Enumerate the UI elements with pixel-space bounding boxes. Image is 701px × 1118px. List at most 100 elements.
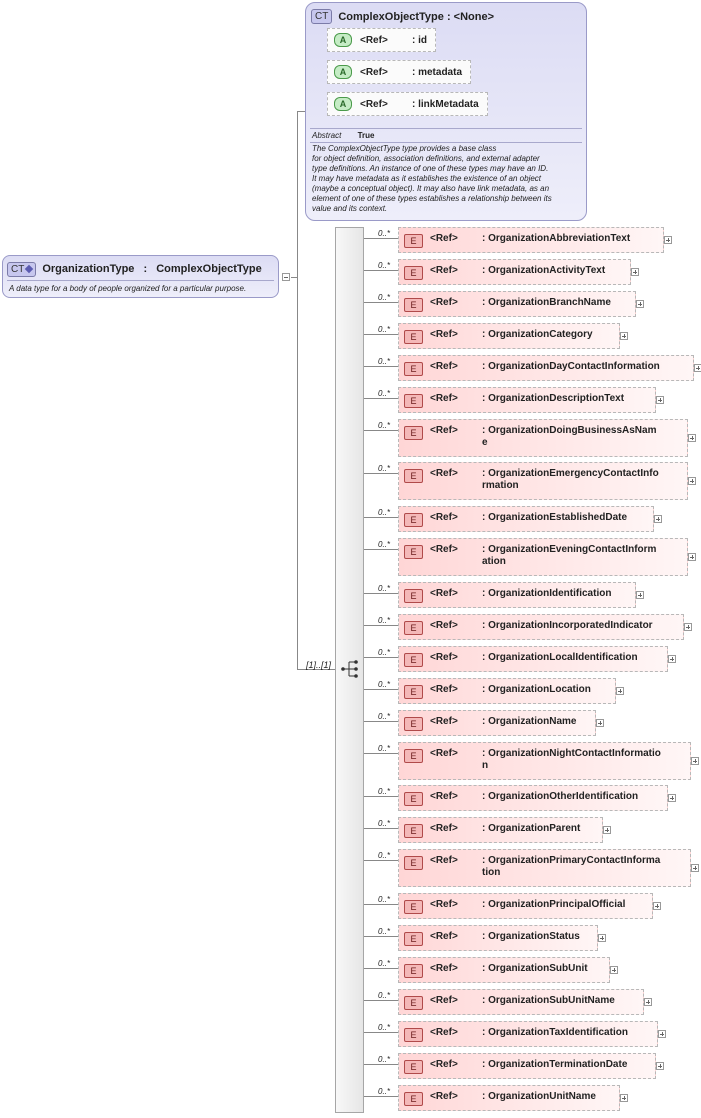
expand-toggle-icon[interactable]	[664, 236, 672, 244]
complex-object-type-box[interactable]: CT ComplexObjectType : <None> A <Ref> : …	[305, 2, 587, 221]
element-ref-box[interactable]: E<Ref>: OrganizationEstablishedDate	[398, 506, 654, 532]
element-ref-box[interactable]: E<Ref>: OrganizationTaxIdentification	[398, 1021, 658, 1047]
occurrence-label: 0..*	[378, 712, 391, 721]
element-ref-box[interactable]: E<Ref>: OrganizationPrimaryContactInform…	[398, 849, 691, 887]
element-ref-box[interactable]: E<Ref>: OrganizationParent	[398, 817, 603, 843]
element-icon: E	[404, 513, 423, 527]
collapse-toggle-icon[interactable]	[282, 273, 290, 281]
element-ref-box[interactable]: E<Ref>: OrganizationBranchName	[398, 291, 636, 317]
element-name: : OrganizationName	[482, 716, 577, 727]
expand-toggle-icon[interactable]	[691, 864, 699, 872]
element-ref: <Ref>	[430, 329, 458, 340]
base-type-base: <None>	[453, 10, 495, 23]
root-type-documentation: A data type for a body of people organiz…	[9, 284, 247, 293]
element-ref-box[interactable]: E<Ref>: OrganizationName	[398, 710, 596, 736]
occurrence-label: 0..*	[378, 927, 391, 936]
organization-type-box[interactable]: CT OrganizationType : ComplexObjectType …	[2, 255, 279, 298]
expand-toggle-icon[interactable]	[654, 515, 662, 523]
element-ref: <Ref>	[430, 393, 458, 404]
sequence-occurrence: [1]..[1]	[306, 660, 332, 670]
element-connector	[364, 366, 398, 367]
element-connector	[364, 1096, 398, 1097]
element-ref-box[interactable]: E<Ref>: OrganizationLocation	[398, 678, 616, 704]
occurrence-label: 0..*	[378, 1023, 391, 1032]
element-ref-box[interactable]: E<Ref>: OrganizationIncorporatedIndicato…	[398, 614, 684, 640]
expand-toggle-icon[interactable]	[691, 757, 699, 765]
element-icon: E	[404, 900, 423, 914]
expand-toggle-icon[interactable]	[620, 332, 628, 340]
element-ref-box[interactable]: E<Ref>: OrganizationDoingBusinessAsNam e	[398, 419, 688, 457]
expand-toggle-icon[interactable]	[631, 268, 639, 276]
expand-toggle-icon[interactable]	[636, 591, 644, 599]
element-connector	[364, 549, 398, 550]
occurrence-label: 0..*	[378, 851, 391, 860]
element-name: : OrganizationStatus	[482, 931, 580, 942]
attribute-ref: <Ref>	[360, 98, 388, 110]
expand-toggle-icon[interactable]	[656, 396, 664, 404]
occurrence-label: 0..*	[378, 895, 391, 904]
expand-toggle-icon[interactable]	[620, 1094, 628, 1102]
expand-toggle-icon[interactable]	[668, 655, 676, 663]
sequence-icon[interactable]	[341, 660, 361, 678]
element-ref-box[interactable]: E<Ref>: OrganizationEveningContactInform…	[398, 538, 688, 576]
attribute-ref: <Ref>	[360, 34, 388, 46]
expand-toggle-icon[interactable]	[656, 1062, 664, 1070]
expand-toggle-icon[interactable]	[688, 434, 696, 442]
element-name: : OrganizationDoingBusinessAsNam e	[482, 425, 657, 448]
element-ref-box[interactable]: E<Ref>: OrganizationDescriptionText	[398, 387, 656, 413]
element-name: : OrganizationAbbreviationText	[482, 233, 631, 244]
attribute-name: : id	[412, 34, 427, 46]
root-type-base: ComplexObjectType	[156, 263, 262, 275]
element-icon: E	[404, 996, 423, 1010]
element-ref-box[interactable]: E<Ref>: OrganizationPrincipalOfficial	[398, 893, 653, 919]
expand-toggle-icon[interactable]	[694, 364, 701, 372]
expand-toggle-icon[interactable]	[684, 623, 692, 631]
element-ref-box[interactable]: E<Ref>: OrganizationSubUnit	[398, 957, 610, 983]
expand-toggle-icon[interactable]	[636, 300, 644, 308]
element-ref-box[interactable]: E<Ref>: OrganizationAbbreviationText	[398, 227, 664, 253]
expand-toggle-icon[interactable]	[668, 794, 676, 802]
divider	[7, 280, 274, 281]
element-connector	[364, 334, 398, 335]
occurrence-label: 0..*	[378, 648, 391, 657]
expand-toggle-icon[interactable]	[610, 966, 618, 974]
element-ref: <Ref>	[430, 361, 458, 372]
element-ref-box[interactable]: E<Ref>: OrganizationStatus	[398, 925, 598, 951]
base-connector	[297, 111, 306, 112]
expand-toggle-icon[interactable]	[616, 687, 624, 695]
occurrence-label: 0..*	[378, 991, 391, 1000]
element-ref-box[interactable]: E<Ref>: OrganizationDayContactInformatio…	[398, 355, 694, 381]
expand-toggle-icon[interactable]	[688, 477, 696, 485]
occurrence-label: 0..*	[378, 421, 391, 430]
element-ref-box[interactable]: E<Ref>: OrganizationActivityText	[398, 259, 631, 285]
occurrence-label: 0..*	[378, 744, 391, 753]
element-ref-box[interactable]: E<Ref>: OrganizationSubUnitName	[398, 989, 644, 1015]
expand-toggle-icon[interactable]	[598, 934, 606, 942]
element-ref-box[interactable]: E<Ref>: OrganizationNightContactInformat…	[398, 742, 691, 780]
element-ref: <Ref>	[430, 963, 458, 974]
element-ref: <Ref>	[430, 791, 458, 802]
expand-toggle-icon[interactable]	[644, 998, 652, 1006]
expand-toggle-icon[interactable]	[596, 719, 604, 727]
element-ref-box[interactable]: E<Ref>: OrganizationEmergencyContactInfo…	[398, 462, 688, 500]
attribute-id[interactable]: A <Ref> : id	[327, 28, 436, 52]
element-ref-box[interactable]: E<Ref>: OrganizationTerminationDate	[398, 1053, 656, 1079]
expand-toggle-icon[interactable]	[658, 1030, 666, 1038]
property-value: True	[357, 131, 375, 140]
expand-toggle-icon[interactable]	[653, 902, 661, 910]
expand-toggle-icon[interactable]	[688, 553, 696, 561]
occurrence-label: 0..*	[378, 540, 391, 549]
element-ref: <Ref>	[430, 265, 458, 276]
attribute-link-metadata[interactable]: A <Ref> : linkMetadata	[327, 92, 488, 116]
element-ref-box[interactable]: E<Ref>: OrganizationLocalIdentification	[398, 646, 668, 672]
element-ref-box[interactable]: E<Ref>: OrganizationOtherIdentification	[398, 785, 668, 811]
expand-toggle-icon[interactable]	[603, 826, 611, 834]
element-ref-box[interactable]: E<Ref>: OrganizationCategory	[398, 323, 620, 349]
attribute-metadata[interactable]: A <Ref> : metadata	[327, 60, 472, 84]
element-ref-box[interactable]: E<Ref>: OrganizationUnitName	[398, 1085, 620, 1111]
element-icon: E	[404, 749, 423, 763]
element-name: : OrganizationSubUnitName	[482, 995, 615, 1006]
element-ref-box[interactable]: E<Ref>: OrganizationIdentification	[398, 582, 636, 608]
occurrence-label: 0..*	[378, 1087, 391, 1096]
element-icon: E	[404, 234, 423, 248]
